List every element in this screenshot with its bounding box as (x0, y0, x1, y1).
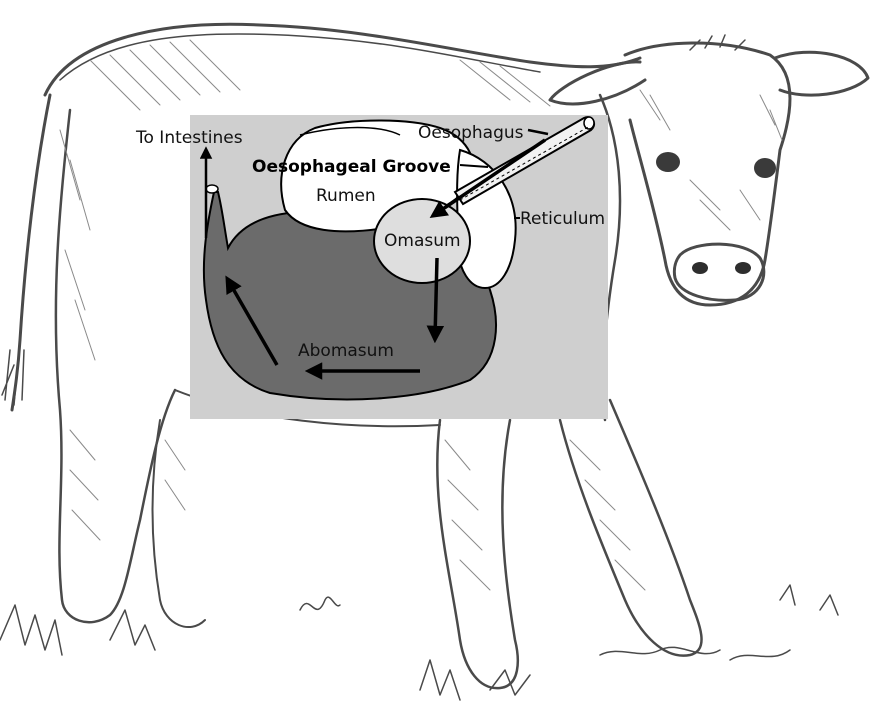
intestine-opening (206, 185, 218, 193)
label-oesophageal-groove: Oesophageal Groove (252, 157, 451, 177)
oesophagus-opening (584, 117, 594, 129)
label-omasum: Omasum (384, 231, 461, 251)
label-rumen: Rumen (316, 186, 376, 206)
stomach-diagram: To Intestines Oesophagus Oesophageal Gro… (135, 115, 608, 419)
label-reticulum: Reticulum (520, 209, 605, 229)
cow-hind-leg-outline (56, 110, 175, 622)
cow-eye-right (754, 158, 776, 178)
cow-nostril-right (735, 262, 751, 274)
cow-front-leg-right (560, 400, 702, 656)
cow-ear-left (550, 62, 645, 104)
label-abomasum: Abomasum (298, 341, 394, 361)
label-to-intestines: To Intestines (135, 128, 243, 148)
cow-forelock (690, 35, 745, 50)
cow-back-outline (45, 24, 640, 95)
cow-eye-left (656, 152, 680, 172)
cow-hind-leg-2 (153, 420, 206, 627)
cow-back-outline-2 (60, 34, 540, 80)
cow-front-leg-left (437, 420, 518, 688)
cow-nostril-left (692, 262, 708, 274)
label-oesophagus: Oesophagus (418, 123, 524, 143)
grass-sketch (0, 585, 838, 700)
arrow-omasum-down (435, 258, 437, 338)
